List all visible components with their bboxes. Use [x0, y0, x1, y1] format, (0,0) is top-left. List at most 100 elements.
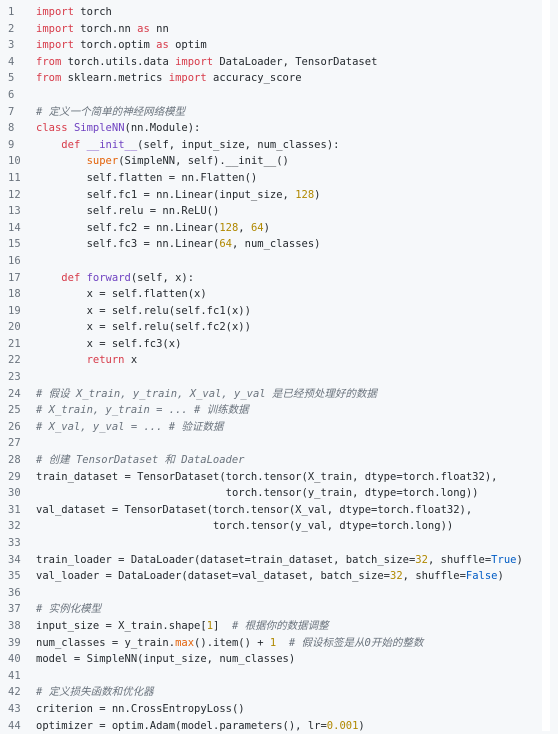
line-number: 44 [8, 719, 21, 732]
code-token: # X_val, y_val = ... # 验证数据 [36, 420, 224, 433]
line-number: 30 [8, 487, 21, 500]
code-line: 28# 创建 TensorDataset 和 DataLoader [0, 452, 550, 469]
line-number: 28 [8, 454, 21, 467]
code-line: 2 import torch.nn as nn [0, 21, 550, 38]
code-line: 14 self.fc2 = nn.Linear(128, 64) [0, 220, 550, 237]
code-token: import [168, 72, 207, 85]
code-token: sklearn.metrics [61, 72, 169, 85]
code-token: ) [497, 570, 504, 583]
line-code: # 定义一个简单的神经网络模型 [36, 104, 550, 121]
line-code: model = SimpleNN(input_size, num_classes… [36, 651, 550, 668]
code-token: val_loader = DataLoader(dataset=val_data… [36, 570, 391, 583]
line-number: 42 [8, 686, 21, 699]
code-line: 9 def __init__(self, input_size, num_cla… [0, 137, 550, 154]
line-number: 4 [8, 55, 15, 68]
code-line: 23 [0, 369, 550, 386]
code-token: SimpleNN [73, 122, 125, 135]
code-line: 33 [0, 535, 550, 552]
code-line: 11 self.flatten = nn.Flatten() [0, 170, 550, 187]
code-line: 30 torch.tensor(y_train, dtype=torch.lon… [0, 485, 550, 502]
line-code: self.fc1 = nn.Linear(input_size, 128) [36, 187, 550, 204]
code-line: 7# 定义一个简单的神经网络模型 [0, 104, 550, 121]
code-token: accuracy_score [206, 72, 302, 85]
line-number: 27 [8, 437, 21, 450]
line-number: 39 [8, 636, 21, 649]
code-token: x = self.flatten(x) [36, 288, 207, 301]
code-line: 3 import torch.optim as optim [0, 37, 550, 54]
code-token: torch.nn [73, 22, 138, 35]
code-token: super [86, 155, 119, 168]
line-code [36, 535, 550, 552]
line-code: # 实例化模型 [36, 601, 550, 618]
code-token: , shuffle= [427, 553, 492, 566]
code-token: ) [314, 188, 321, 201]
code-token: import [36, 6, 74, 18]
line-code: super(SimpleNN, self).__init__() [36, 153, 550, 170]
code-token: max [175, 636, 195, 649]
line-number: 19 [8, 304, 21, 317]
code-token: , shuffle= [402, 570, 466, 583]
line-number: 5 [8, 72, 15, 85]
code-token: (nn.Module): [124, 122, 201, 135]
scrollbar-track[interactable] [542, 0, 550, 731]
code-token [276, 637, 289, 649]
line-code: train_loader = DataLoader(dataset=train_… [36, 552, 550, 569]
line-number: 34 [8, 553, 21, 566]
line-number: 12 [8, 188, 21, 201]
code-line: 42 # 定义损失函数和优化器 [0, 684, 550, 701]
line-number: 11 [8, 171, 21, 184]
code-token: x = self.relu(self.fc1(x)) [36, 304, 251, 317]
code-token: False [465, 570, 498, 583]
code-token: torch [73, 6, 112, 18]
line-code: self.fc3 = nn.Linear(64, num_classes) [36, 236, 550, 253]
line-number: 20 [8, 321, 21, 334]
code-token [36, 139, 61, 151]
line-code: # 假设 X_train, y_train, X_val, y_val 是已经预… [36, 386, 550, 403]
line-code [36, 369, 550, 386]
code-line: 15 self.fc3 = nn.Linear(64, num_classes) [0, 236, 550, 253]
code-token: 64 [250, 221, 264, 234]
line-code: import torch.nn as nn [36, 21, 550, 38]
code-token: nn [149, 22, 169, 35]
code-line: 18 x = self.flatten(x) [0, 286, 550, 303]
line-number: 3 [8, 39, 15, 52]
code-token: class [36, 122, 68, 135]
code-token: return [86, 354, 125, 367]
code-line: 26 # X_val, y_val = ... # 验证数据 [0, 419, 550, 436]
code-token: self.fc3 = nn.Linear( [36, 238, 220, 251]
code-token: # 定义损失函数和优化器 [36, 686, 154, 699]
line-number: 26 [8, 420, 21, 433]
line-number: 8 [8, 122, 15, 135]
line-code: import torch.optim as optim [36, 37, 550, 54]
code-token: ] [213, 619, 232, 632]
code-token: model = SimpleNN(input_size, num_classes… [36, 653, 296, 666]
line-number: 36 [8, 586, 21, 599]
code-token: import [36, 22, 74, 35]
code-line: 34 train_loader = DataLoader(dataset=trai… [0, 552, 550, 569]
code-line: 16 [0, 253, 550, 270]
code-line: 8 class SimpleNN(nn.Module): [0, 120, 550, 137]
code-token: def [61, 138, 81, 151]
line-number: 9 [8, 138, 15, 151]
code-token: x = self.fc3(x) [36, 337, 182, 350]
line-number: 43 [8, 702, 21, 715]
code-token: ) [263, 221, 270, 234]
line-code [36, 668, 550, 685]
code-token: 32 [390, 570, 403, 583]
code-token: # 假设标签是从0开始的整数 [288, 636, 424, 649]
code-line: 37# 实例化模型 [0, 601, 550, 618]
code-token: 64 [219, 238, 232, 251]
line-code: from sklearn.metrics import accuracy_sco… [36, 70, 550, 87]
line-code [36, 87, 550, 104]
line-number: 2 [8, 22, 15, 35]
line-number: 33 [8, 537, 21, 549]
